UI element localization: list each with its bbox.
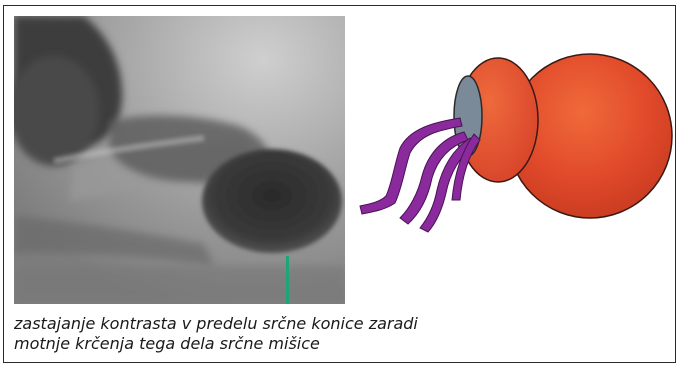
apical-aneurysm-illustration <box>350 28 676 238</box>
caption-line: motnje krčenja tega dela srčne mišice <box>14 334 654 354</box>
green-marker-line <box>286 256 289 304</box>
caption-line: zastajanje kontrasta v predelu srčne kon… <box>14 314 654 334</box>
figure-caption: zastajanje kontrasta v predelu srčne kon… <box>14 314 654 353</box>
purple-vessels <box>360 118 480 232</box>
ventriculogram-xray-image <box>14 16 345 304</box>
